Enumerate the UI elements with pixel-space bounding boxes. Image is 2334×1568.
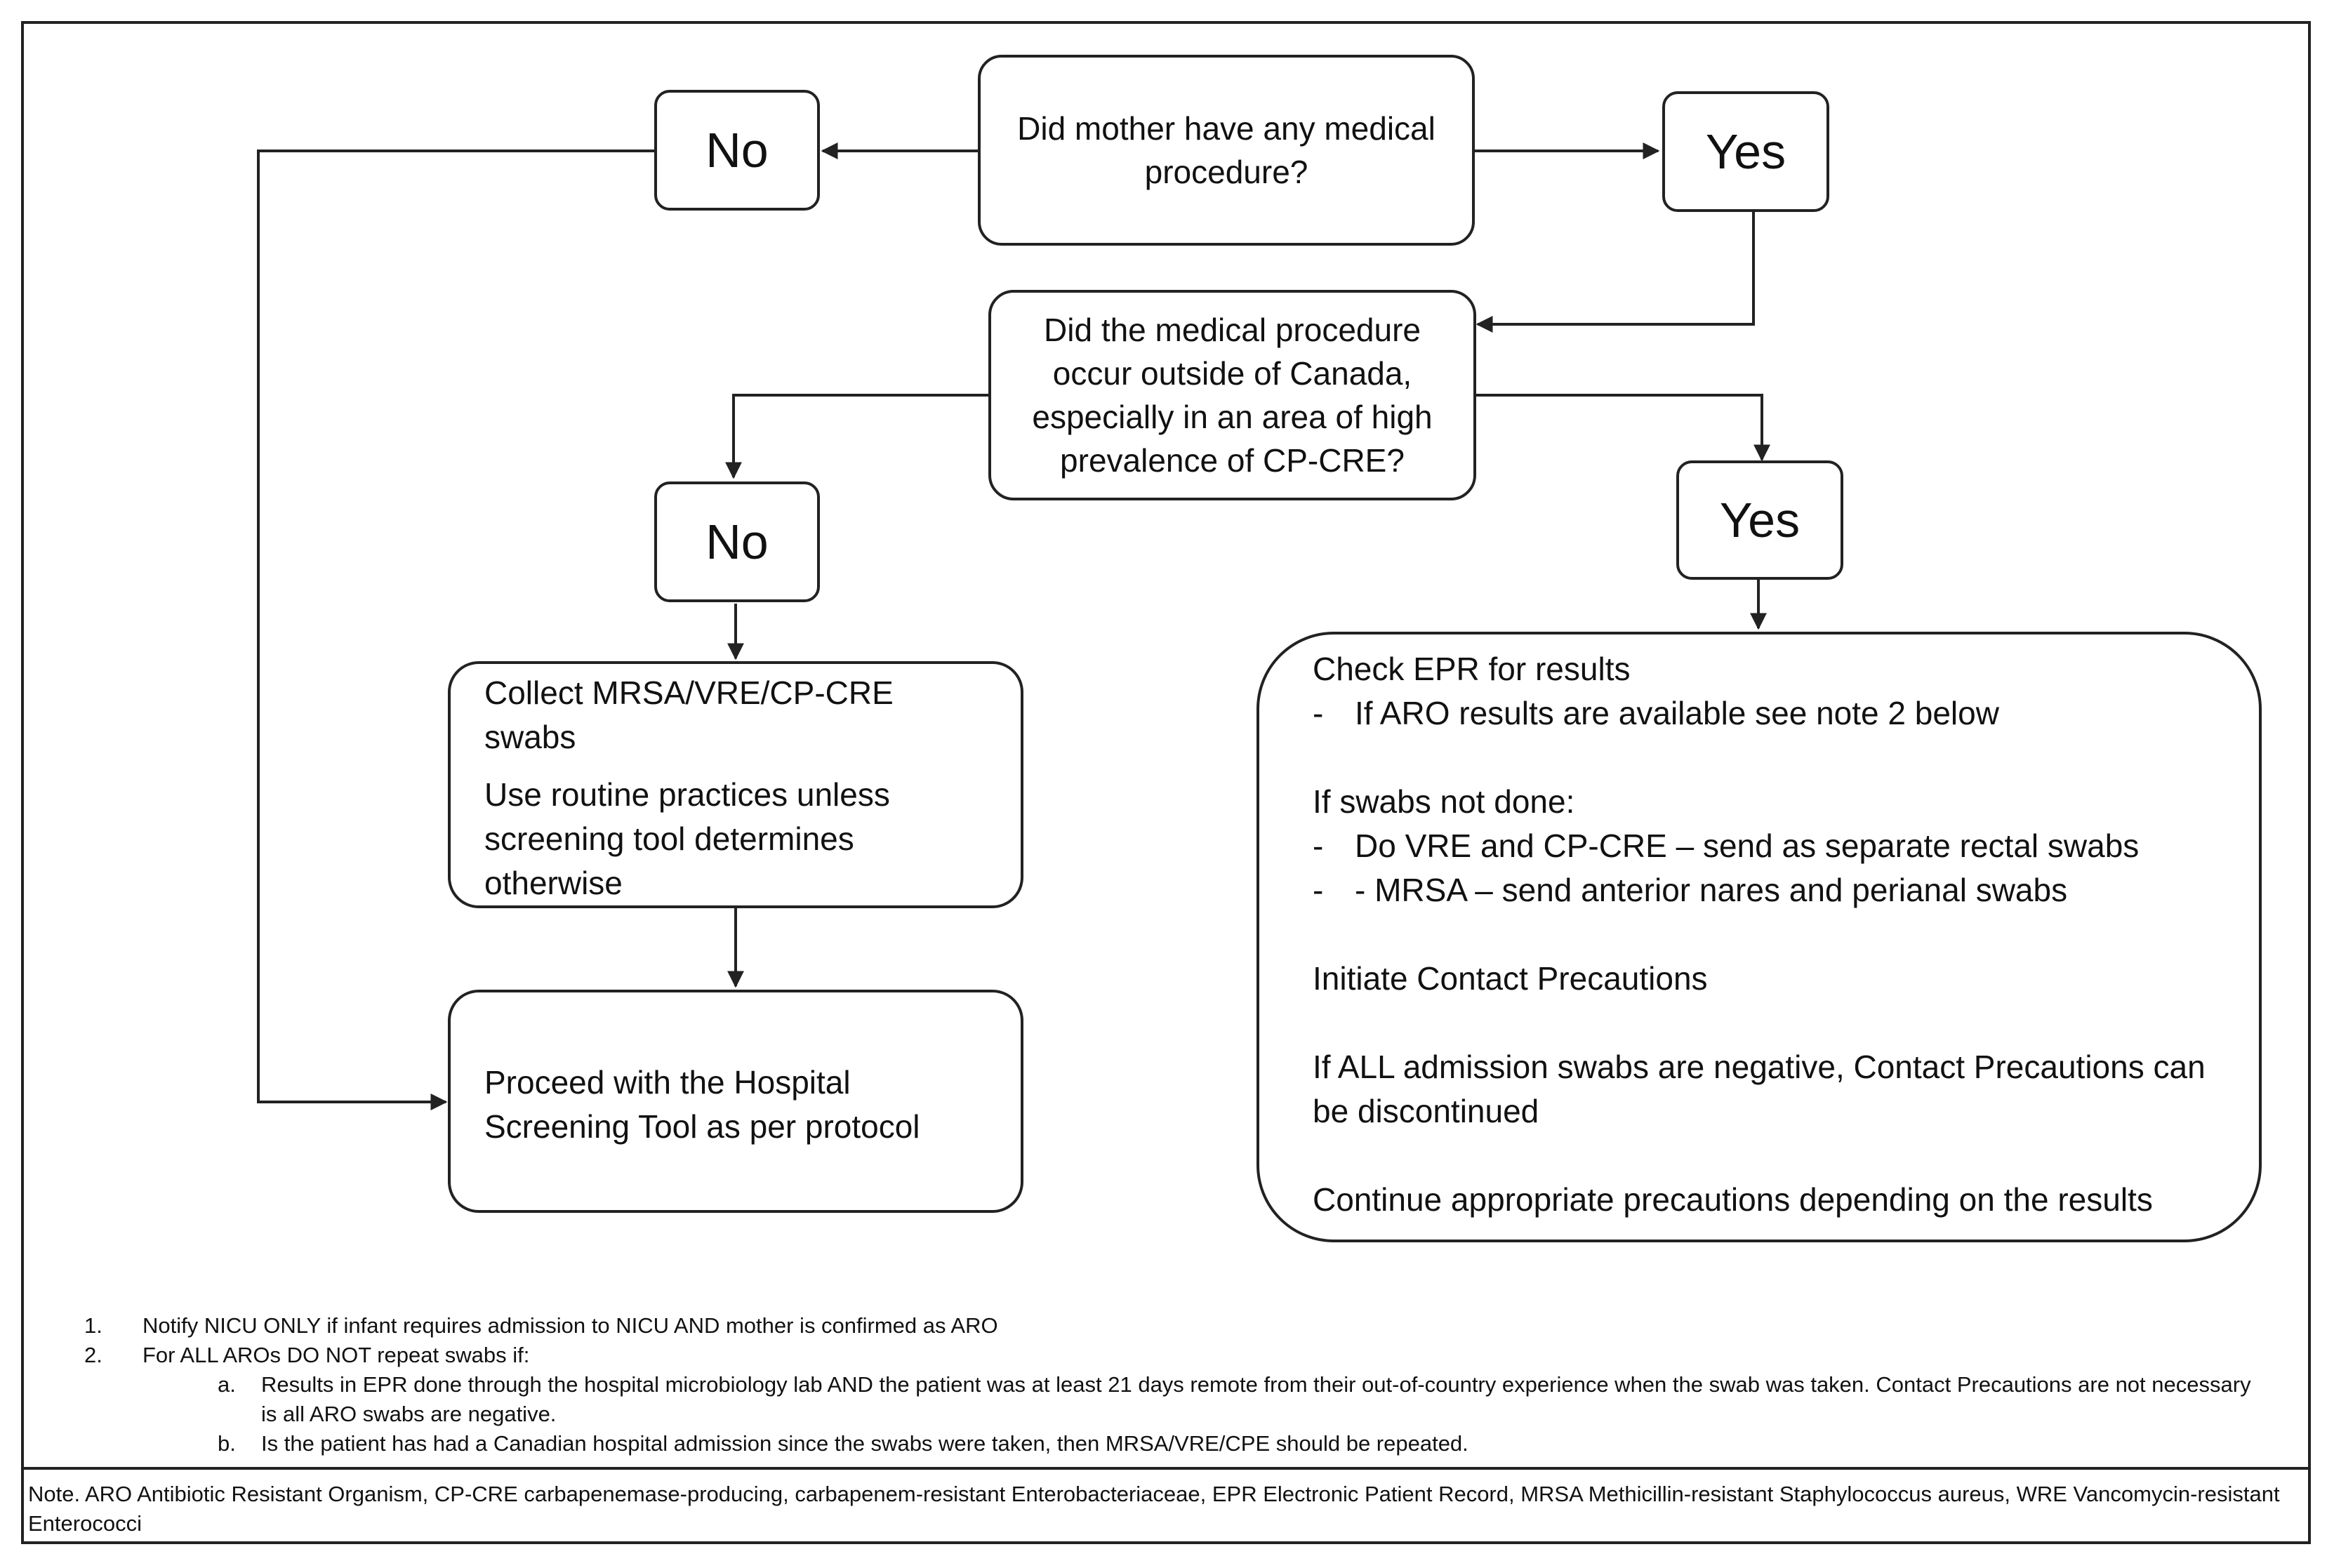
abbreviation-note: Note. ARO Antibiotic Resistant Organism,… (28, 1482, 2280, 1536)
proceed-text: Proceed with the Hospital Screening Tool… (484, 1064, 920, 1145)
proceed-screening-box: Proceed with the Hospital Screening Tool… (448, 990, 1023, 1213)
initiate-contact-line: Initiate Contact Precautions (1313, 960, 1708, 997)
footnote-2b: b. Is the patient has had a Canadian hos… (218, 1431, 1468, 1456)
diagram-frame (21, 21, 2311, 1544)
check-epr-title: Check EPR for results (1313, 651, 1631, 687)
check-item-1: - If ARO results are available see note … (1313, 695, 1999, 731)
collect-swabs-box: Collect MRSA/VRE/CP-CRE swabs Use routin… (448, 661, 1023, 908)
arrow-q2-to-yes (1475, 394, 1770, 462)
swabs-not-done-heading: If swabs not done: (1313, 783, 1575, 820)
note-box (21, 1467, 2311, 1544)
collect-swabs-line: Collect MRSA/VRE/CP-CRE swabs (484, 675, 894, 755)
question-outside-canada: Did the medical procedure occur outside … (988, 290, 1476, 500)
check-epr-box: Check EPR for results - If ARO results a… (1256, 632, 2262, 1242)
no-box-1: No (654, 90, 820, 211)
check-item-3: - - MRSA – send anterior nares and peria… (1313, 872, 2068, 908)
continue-precautions-line: Continue appropriate precautions dependi… (1313, 1181, 2153, 1218)
footnote-2a: a. Results in EPR done through the hospi… (218, 1372, 2251, 1426)
arrow-yes-to-q2 (1476, 211, 1755, 333)
footnotes: 1. Notify NICU ONLY if infant requires a… (84, 1311, 2260, 1459)
question-medical-procedure: Did mother have any medical procedure? (978, 55, 1475, 246)
check-item-2: - Do VRE and CP-CRE – send as separate r… (1313, 828, 2140, 864)
arrow-q2-to-no (725, 394, 988, 479)
negative-swabs-line: If ALL admission swabs are negative, Con… (1313, 1049, 2206, 1129)
yes-box-1: Yes (1662, 91, 1829, 212)
footnote-2: 2. For ALL AROs DO NOT repeat swabs if: (84, 1343, 530, 1367)
yes-box-2: Yes (1676, 460, 1843, 580)
arrow-no1-to-proceed (257, 150, 654, 1110)
no-box-2: No (654, 481, 820, 602)
routine-practices-line: Use routine practices unless screening t… (484, 776, 890, 901)
footnote-1: 1. Notify NICU ONLY if infant requires a… (84, 1313, 998, 1338)
